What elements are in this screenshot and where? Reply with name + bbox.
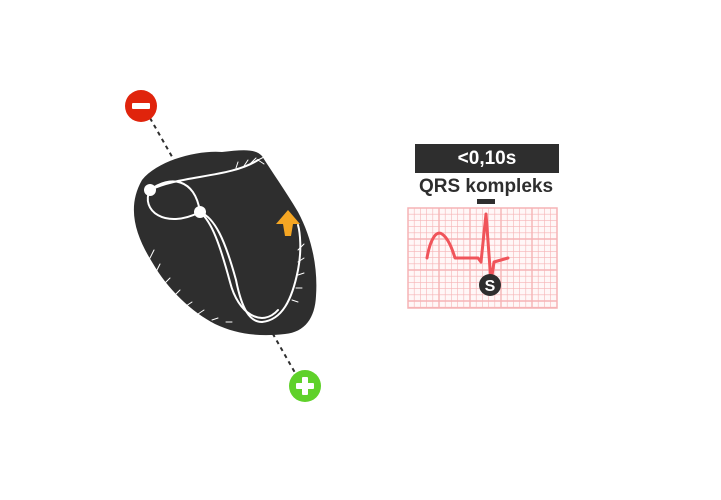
qrs-marker-bar	[477, 199, 495, 204]
conduction-system	[140, 155, 305, 323]
depolarization-arrow-icon	[276, 210, 300, 236]
duration-label: <0,10s	[415, 144, 559, 173]
s-wave-marker: S	[479, 274, 501, 296]
ecg-strip: S	[407, 199, 558, 309]
complex-label: QRS kompleks	[418, 176, 554, 197]
plus-icon	[296, 377, 314, 395]
s-wave-label: S	[485, 278, 496, 295]
minus-icon	[132, 103, 150, 109]
positive-electrode	[289, 370, 321, 402]
negative-electrode	[125, 90, 157, 122]
sa-node	[144, 184, 156, 196]
heart-silhouette	[133, 150, 317, 336]
av-node	[194, 206, 206, 218]
ecg-trace	[425, 212, 510, 284]
heart	[133, 150, 317, 336]
